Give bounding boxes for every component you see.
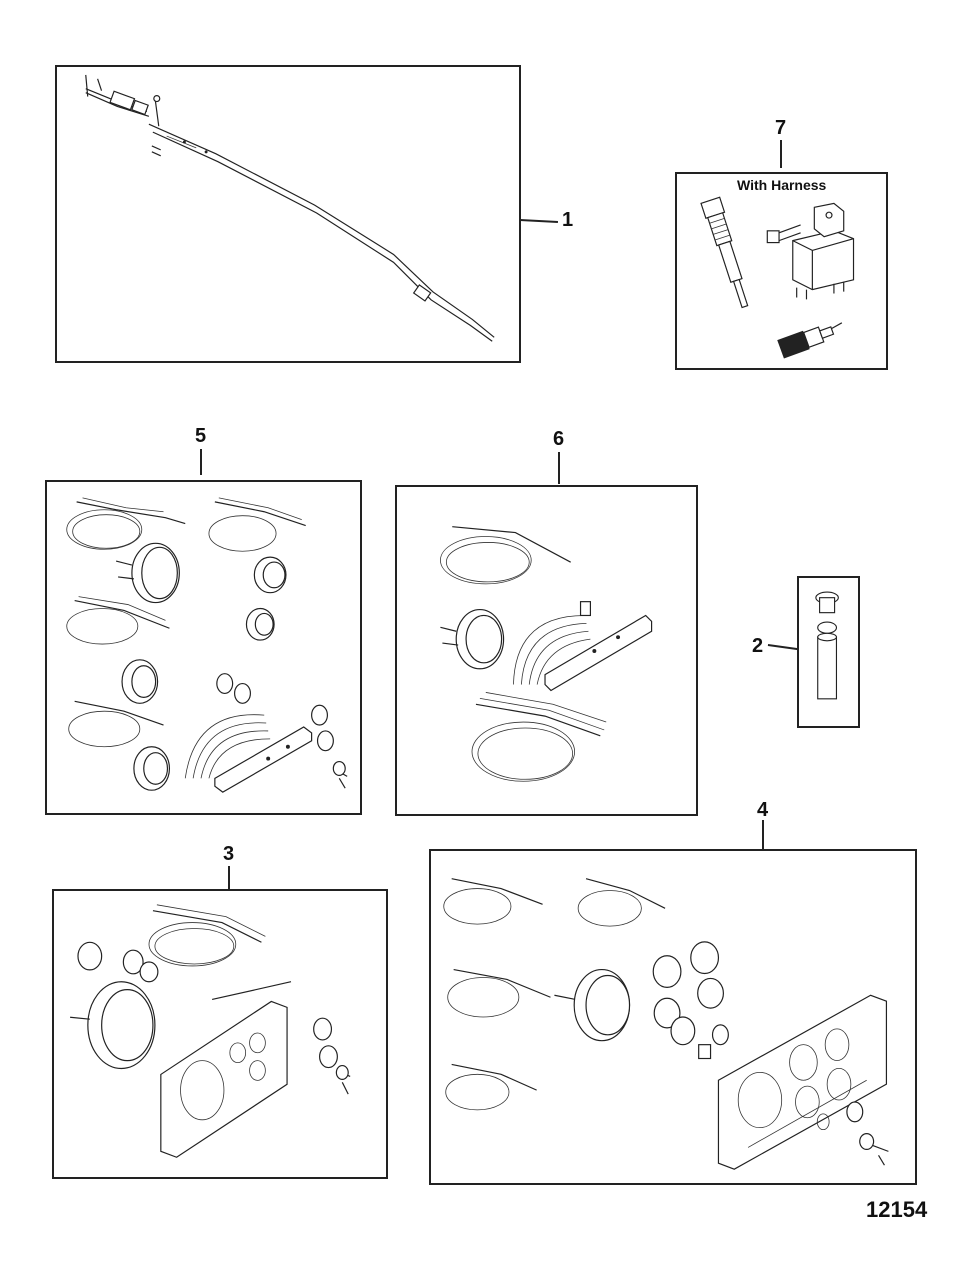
leader-4 [762,820,764,850]
gauge-kit-6-drawing [440,526,653,782]
panel-item-6 [395,485,698,816]
panel-item-3 [52,889,388,1179]
sender-drawing-2 [815,591,839,700]
gauge-kit-5-drawing [66,497,348,793]
gauge-kit-4-drawing [443,878,889,1170]
leader-1 [519,219,558,223]
callout-4: 4 [757,799,769,821]
gauge-kit-3-drawing [70,904,351,1158]
callout-2: 2 [752,635,764,657]
figure-number: 12154 [866,1197,928,1222]
callout-1: 1 [562,209,574,231]
panel-item-1 [55,65,521,363]
panel-item-2 [797,576,860,728]
callout-6: 6 [553,428,565,450]
panel-item-5 [45,480,362,815]
leader-6 [558,452,560,484]
leader-7 [780,140,782,168]
glow-plug-relay-sender-drawing [700,196,855,359]
panel-item-7: With Harness [675,172,888,370]
leader-5 [200,449,202,475]
leader-3 [228,866,230,890]
dipstick-tube-drawing [85,74,495,342]
callout-7: 7 [775,117,787,139]
callout-5: 5 [195,425,207,447]
callout-3: 3 [223,843,235,865]
panel-item-4 [429,849,917,1185]
leader-2 [767,644,798,650]
item-7-caption: With Harness [737,177,827,193]
